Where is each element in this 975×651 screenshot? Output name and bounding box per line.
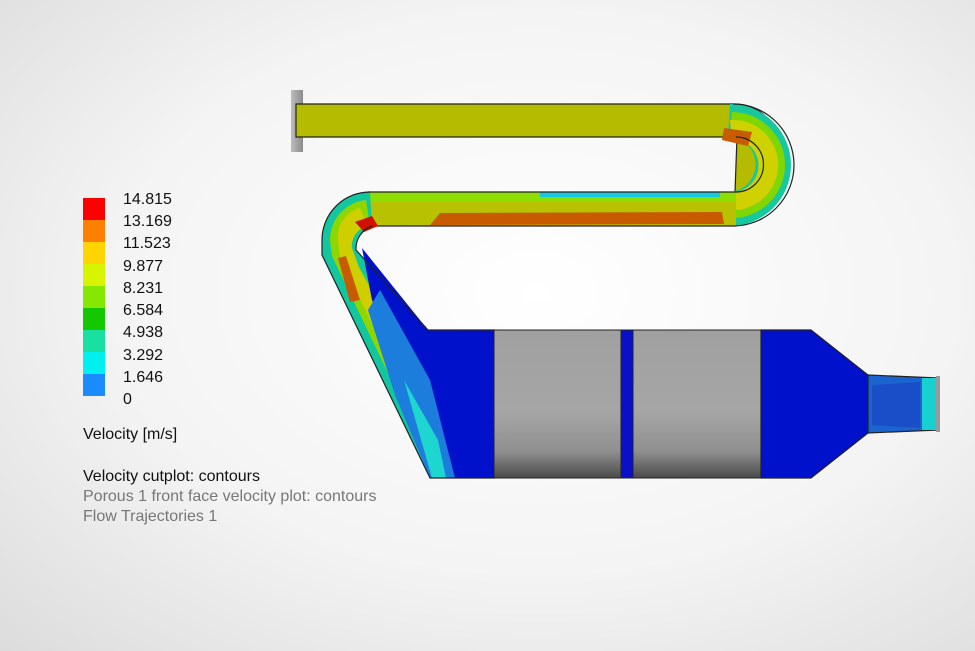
upper-pipe (295, 103, 780, 193)
legend-tick-label: 13.169 (123, 213, 172, 230)
legend-tick-label: 1.646 (123, 369, 164, 386)
right-bend-mid (730, 112, 785, 218)
legend-tick-label: 3.292 (123, 347, 164, 364)
legend-swatch (83, 198, 105, 220)
porous-brick-front[interactable] (493, 329, 622, 479)
legend-units-label: Velocity [m/s] (83, 426, 178, 443)
legend-tick-label: 0 (123, 391, 132, 408)
legend-swatch (83, 330, 105, 352)
legend-swatch (83, 308, 105, 330)
plot-list: Velocity cutplot: contours Porous 1 fron… (83, 467, 376, 527)
plot-item-flow-trajectories[interactable]: Flow Trajectories 1 (83, 508, 218, 525)
legend-swatch (83, 242, 105, 264)
legend-swatch (83, 264, 105, 286)
legend-tick-label: 9.877 (123, 258, 164, 275)
gap-flow (620, 329, 634, 479)
outlet-cone (760, 329, 869, 479)
legend-swatch (83, 286, 105, 308)
legend-swatch (83, 220, 105, 242)
plot-item-porous-front-face[interactable]: Porous 1 front face velocity plot: conto… (83, 488, 377, 505)
legend-swatch (83, 374, 105, 396)
inlet-cone-flow (362, 248, 495, 478)
middle-pipe-hotspot (430, 212, 724, 225)
plot-item-velocity-cutplot[interactable]: Velocity cutplot: contours (83, 468, 260, 485)
legend-tick-label: 6.584 (123, 302, 164, 319)
legend-swatch (83, 352, 105, 374)
right-bend-core (730, 119, 779, 210)
legend-tick-label: 8.231 (123, 280, 164, 297)
legend-tick-label: 4.938 (123, 324, 164, 341)
legend-tick-label: 14.815 (123, 191, 172, 208)
left-bend-hotspot (355, 216, 378, 232)
porous-brick-rear[interactable] (632, 329, 762, 479)
outlet-face (922, 378, 938, 430)
legend-tick-label: 11.523 (123, 235, 171, 252)
